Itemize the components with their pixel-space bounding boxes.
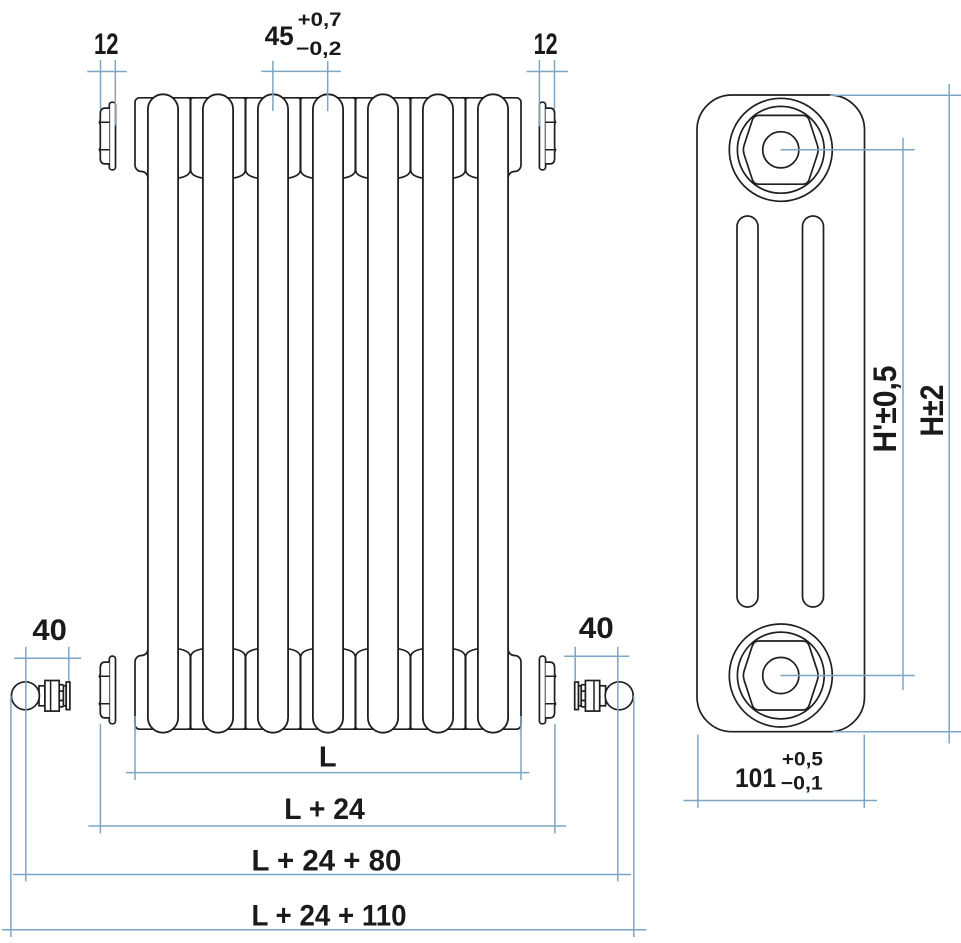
svg-text:L + 24 + 80: L + 24 + 80 xyxy=(251,844,401,877)
svg-text:40: 40 xyxy=(32,614,67,647)
svg-text:H'±0,5: H'±0,5 xyxy=(867,366,903,453)
svg-text:−0,1: −0,1 xyxy=(781,774,823,795)
svg-text:40: 40 xyxy=(579,612,614,645)
svg-text:12: 12 xyxy=(534,28,558,61)
svg-text:+0,7: +0,7 xyxy=(298,10,342,31)
svg-text:−0,2: −0,2 xyxy=(296,39,342,60)
svg-text:12: 12 xyxy=(94,28,119,61)
svg-text:H±2: H±2 xyxy=(914,385,950,437)
svg-text:L + 24 + 110: L + 24 + 110 xyxy=(251,900,406,933)
svg-text:+0,5: +0,5 xyxy=(782,750,823,771)
svg-text:45: 45 xyxy=(265,21,294,51)
svg-text:L: L xyxy=(319,741,337,773)
svg-text:L + 24: L + 24 xyxy=(284,793,365,826)
svg-text:101: 101 xyxy=(735,763,776,793)
